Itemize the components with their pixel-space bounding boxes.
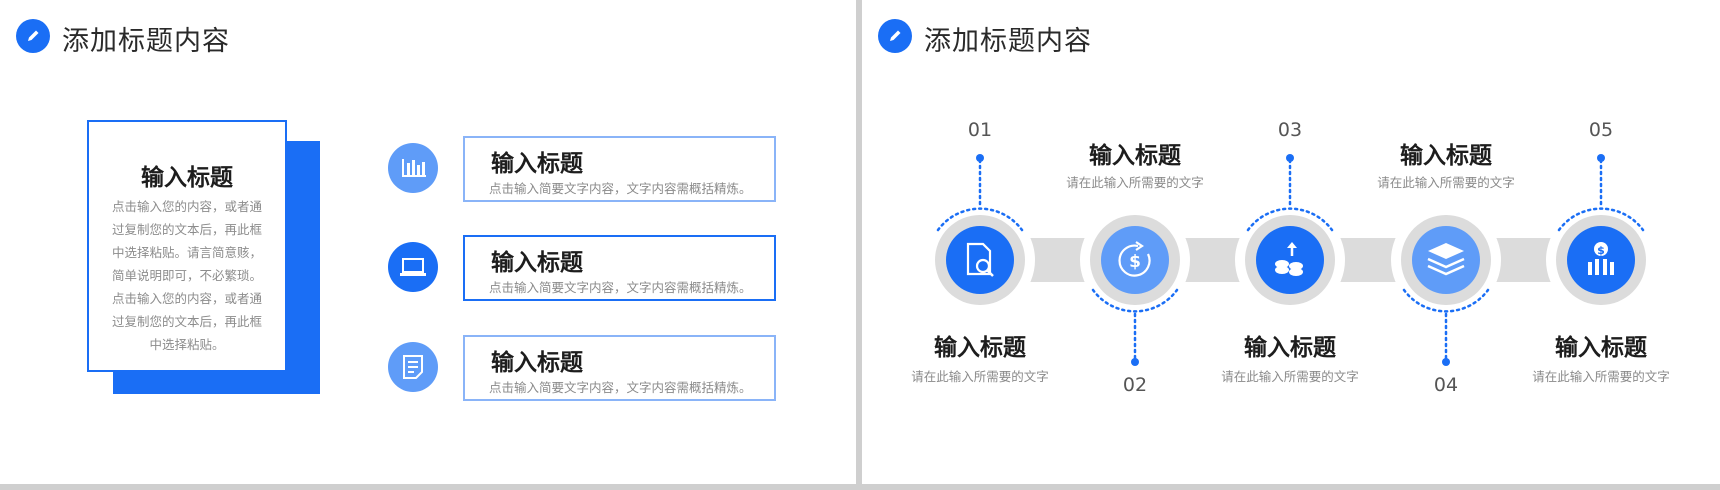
- step-number: 01: [967, 119, 993, 141]
- page-title: 添加标题内容: [62, 26, 230, 57]
- step-desc: 请在此输入所需要的文字: [1377, 175, 1515, 190]
- item-title: 输入标题: [491, 250, 583, 276]
- connector-dot: [1131, 358, 1139, 366]
- svg-text:$: $: [1597, 244, 1605, 257]
- timeline: $ $: [925, 154, 1656, 366]
- list-item: 输入标题 点击输入简要文字内容，文字内容需概括精炼。: [463, 136, 776, 202]
- money-chart-icon: $: [1567, 226, 1635, 294]
- connector-dot: [1286, 154, 1294, 162]
- dotted-arc: [1402, 288, 1490, 313]
- step-desc: 请在此输入所需要的文字: [911, 369, 1049, 384]
- item-desc: 点击输入简要文字内容，文字内容需概括精炼。: [489, 380, 752, 395]
- step-title: 输入标题: [1400, 143, 1492, 169]
- dotted-arc: [936, 207, 1024, 232]
- bar-chart-icon: [388, 143, 438, 193]
- slide-right: 添加标题内容: [862, 0, 1720, 484]
- pencil-icon: [878, 19, 912, 53]
- step-number: 05: [1588, 119, 1614, 141]
- connector-dot: [976, 154, 984, 162]
- step-number: 04: [1433, 374, 1459, 396]
- coins-up-icon: [1256, 226, 1324, 294]
- dotted-arc: [1091, 288, 1179, 313]
- step-number: 03: [1277, 119, 1303, 141]
- dollar-cycle-icon: $: [1101, 226, 1169, 294]
- layers-icon: [1412, 226, 1480, 294]
- item-desc: 点击输入简要文字内容，文字内容需概括精炼。: [489, 181, 752, 196]
- main-card-title: 输入标题: [141, 165, 233, 191]
- step-desc: 请在此输入所需要的文字: [1221, 369, 1359, 384]
- step-desc: 请在此输入所需要的文字: [1532, 369, 1670, 384]
- list-item: 输入标题 点击输入简要文字内容，文字内容需概括精炼。: [463, 235, 776, 301]
- svg-text:$: $: [1129, 252, 1141, 272]
- step-title: 输入标题: [1089, 143, 1181, 169]
- list-item: 输入标题 点击输入简要文字内容，文字内容需概括精炼。: [463, 335, 776, 401]
- item-title: 输入标题: [491, 151, 583, 177]
- page-title: 添加标题内容: [924, 26, 1092, 57]
- step-number: 02: [1122, 374, 1148, 396]
- slide-left: 添加标题内容 输入标题 点击输入您的内容，或者通过复制您的文本后，再此框中选择粘…: [0, 0, 856, 484]
- pencil-icon: [16, 19, 50, 53]
- dotted-arc: [1246, 207, 1334, 232]
- step-title: 输入标题: [1555, 335, 1647, 361]
- item-desc: 点击输入简要文字内容，文字内容需概括精炼。: [489, 280, 752, 295]
- document-search-icon: [946, 226, 1014, 294]
- dotted-arc: [1557, 207, 1645, 232]
- main-card: 输入标题 点击输入您的内容，或者通过复制您的文本后，再此框中选择粘贴。请言简意赅…: [87, 120, 287, 372]
- main-card-body: 点击输入您的内容，或者通过复制您的文本后，再此框中选择粘贴。请言简意赅，简单说明…: [111, 199, 262, 352]
- step-title: 输入标题: [1244, 335, 1336, 361]
- connector-dot: [1597, 154, 1605, 162]
- laptop-icon: [388, 242, 438, 292]
- step-desc: 请在此输入所需要的文字: [1066, 175, 1204, 190]
- item-title: 输入标题: [491, 350, 583, 376]
- connector-dot: [1442, 358, 1450, 366]
- note-icon: [388, 342, 438, 392]
- step-title: 输入标题: [934, 335, 1026, 361]
